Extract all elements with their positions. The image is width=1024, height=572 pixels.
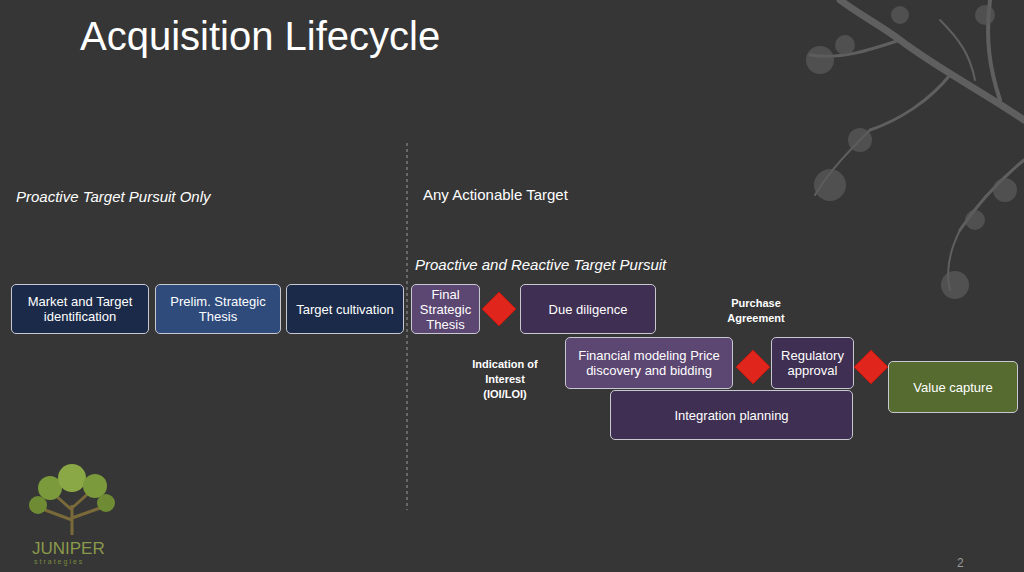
process-box: Prelim. Strategic Thesis [155,284,281,334]
milestone-label: Purchase Agreement [716,296,796,326]
logo-tree [29,464,115,535]
box-text: Due diligence [549,302,628,317]
milestone-diamond [736,350,770,384]
box-text: Financial modeling Price discovery and b… [570,348,728,378]
foliage [806,5,1017,299]
divider-line [407,143,408,510]
milestone-diamond [854,350,888,384]
page-number: 2 [957,555,971,571]
process-box: Regulatory approval [771,337,854,389]
process-box: Due diligence [520,284,656,334]
box-text: Regulatory approval [776,348,849,378]
process-box: Market and Target identification [11,284,149,334]
section-label: Any Actionable Target [423,185,623,204]
tree-illustration [810,0,1024,290]
milestone-diamond [482,292,516,326]
box-text: Integration planning [674,408,788,423]
logo-tagline: strategies [34,556,124,567]
milestone-label: Indication of Interest (IOI/LOI) [462,357,548,402]
outcome-box: Value capture [888,361,1018,413]
diagram-title: Acquisition Lifecycle [80,14,440,59]
box-text: Value capture [913,380,992,395]
box-text: Final Strategic Thesis [416,287,475,332]
process-box: Target cultivation [286,284,404,334]
box-text: Target cultivation [296,302,394,317]
process-box: Financial modeling Price discovery and b… [565,337,733,389]
process-box: Integration planning [610,390,853,440]
logo-text: JUNIPER [32,538,122,559]
box-text: Market and Target identification [16,294,144,324]
process-box: Final Strategic Thesis [411,284,480,334]
section-label: Proactive Target Pursuit Only [16,187,276,206]
box-text: Prelim. Strategic Thesis [160,294,276,324]
section-label: Proactive and Reactive Target Pursuit [415,255,715,274]
